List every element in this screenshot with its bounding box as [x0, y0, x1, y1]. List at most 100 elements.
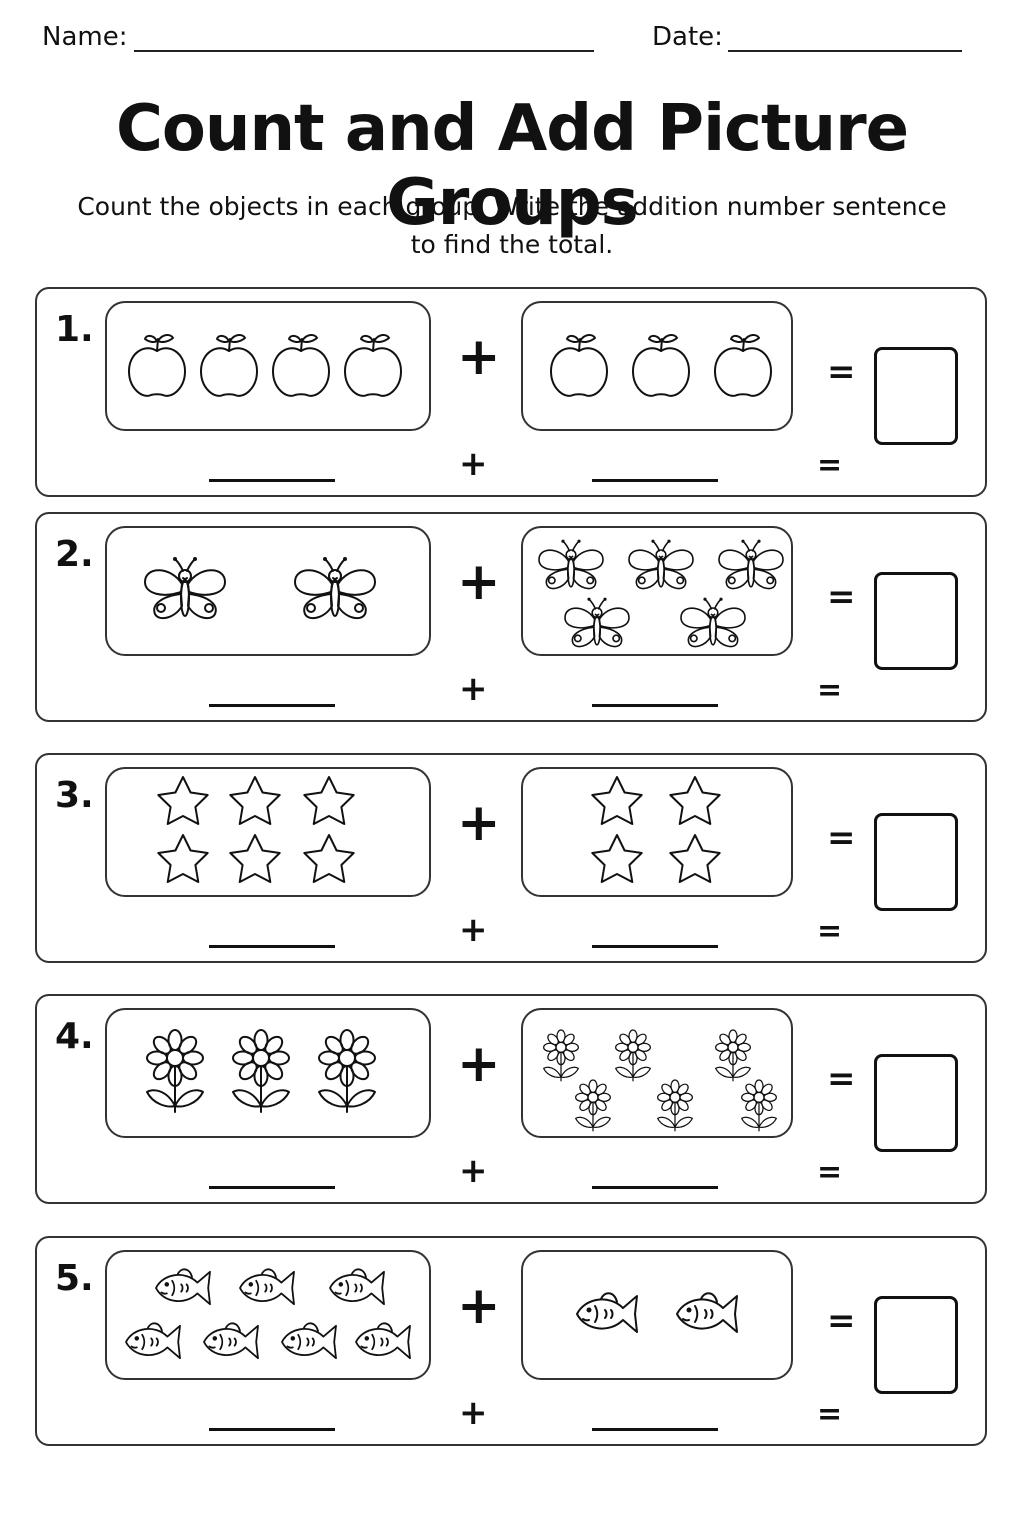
answer-box[interactable] [874, 1054, 958, 1152]
star-icon [669, 834, 721, 883]
sentence-plus: + [459, 444, 488, 484]
fish-icon [281, 1322, 337, 1360]
star-icon [591, 776, 643, 825]
butterfly-icon [628, 539, 694, 590]
apple-icon [714, 334, 772, 397]
addend-1-blank[interactable] [209, 1428, 335, 1431]
butterfly-icon [680, 597, 746, 648]
addend-2-blank[interactable] [592, 479, 718, 482]
addend-2-blank[interactable] [592, 1428, 718, 1431]
addend-1-blank[interactable] [209, 704, 335, 707]
equals-sign: = [827, 1301, 856, 1341]
butterfly-group-right [538, 539, 784, 648]
group-1 [105, 526, 431, 656]
flower-icon [232, 1029, 290, 1113]
plus-sign: + [457, 327, 501, 387]
addend-1-blank[interactable] [209, 479, 335, 482]
group-2 [521, 767, 793, 897]
equals-sign: = [827, 352, 856, 392]
flower-icon [146, 1029, 204, 1113]
fish-icon [239, 1268, 295, 1306]
sentence-equals: = [817, 448, 843, 483]
problem-number: 5. [55, 1258, 94, 1299]
group-1 [105, 1250, 431, 1380]
star-icon [229, 776, 281, 825]
star-icon [157, 776, 209, 825]
problem-number: 3. [55, 775, 94, 816]
problem-4: 4. + = + = [35, 994, 987, 1204]
equals-sign: = [827, 1059, 856, 1099]
apple-icon [632, 334, 690, 397]
fish-icon [203, 1322, 259, 1360]
apple-icon [200, 334, 258, 397]
flower-group-right [543, 1029, 777, 1132]
sentence-plus: + [459, 910, 488, 950]
problem-number: 2. [55, 534, 94, 575]
apple-group-right [550, 334, 772, 397]
star-icon [229, 834, 281, 883]
answer-box[interactable] [874, 572, 958, 670]
flower-icon [715, 1029, 751, 1082]
flower-icon [657, 1079, 693, 1132]
flower-icon [741, 1079, 777, 1132]
problem-2: 2. + = + = [35, 512, 987, 722]
group-2 [521, 1250, 793, 1380]
name-field[interactable] [134, 50, 594, 52]
answer-box[interactable] [874, 813, 958, 911]
worksheet-header: Name: Date: [42, 22, 982, 62]
answer-box[interactable] [874, 1296, 958, 1394]
butterfly-icon [294, 557, 376, 620]
fish-icon [576, 1292, 638, 1333]
star-group-right [591, 776, 721, 883]
problem-3: 3. + = + = [35, 753, 987, 963]
flower-icon [543, 1029, 579, 1082]
plus-sign: + [457, 793, 501, 853]
apple-icon [128, 334, 186, 397]
addend-2-blank[interactable] [592, 704, 718, 707]
group-2 [521, 526, 793, 656]
butterfly-icon [144, 557, 226, 620]
flower-group-left [146, 1029, 376, 1113]
group-1 [105, 767, 431, 897]
date-field[interactable] [728, 50, 962, 52]
problem-number: 1. [55, 309, 94, 350]
plus-sign: + [457, 1276, 501, 1336]
star-icon [157, 834, 209, 883]
sentence-equals: = [817, 1155, 843, 1190]
fish-icon [329, 1268, 385, 1306]
sentence-plus: + [459, 669, 488, 709]
fish-icon [355, 1322, 411, 1360]
star-icon [303, 776, 355, 825]
group-2 [521, 1008, 793, 1138]
sentence-plus: + [459, 1393, 488, 1433]
apple-icon [550, 334, 608, 397]
star-icon [591, 834, 643, 883]
sentence-equals: = [817, 673, 843, 708]
butterfly-group-left [144, 557, 376, 620]
problem-1: 1. + = + = [35, 287, 987, 497]
plus-sign: + [457, 1034, 501, 1094]
star-group-left [157, 776, 355, 883]
instructions: Count the objects in each group. Write t… [77, 192, 947, 259]
addend-2-blank[interactable] [592, 945, 718, 948]
sentence-equals: = [817, 914, 843, 949]
star-icon [303, 834, 355, 883]
fish-icon [125, 1322, 181, 1360]
addend-2-blank[interactable] [592, 1186, 718, 1189]
fish-group-left [125, 1268, 411, 1360]
answer-box[interactable] [874, 347, 958, 445]
butterfly-icon [718, 539, 784, 590]
equals-sign: = [827, 818, 856, 858]
flower-icon [318, 1029, 376, 1113]
fish-icon [676, 1292, 738, 1333]
fish-group-right [576, 1292, 738, 1333]
star-icon [669, 776, 721, 825]
addend-1-blank[interactable] [209, 945, 335, 948]
page-title: Count and Add Picture Groups [115, 92, 909, 240]
equals-sign: = [827, 577, 856, 617]
addend-1-blank[interactable] [209, 1186, 335, 1189]
sentence-plus: + [459, 1151, 488, 1191]
apple-group-left [128, 334, 402, 397]
apple-icon [272, 334, 330, 397]
group-2 [521, 301, 793, 431]
